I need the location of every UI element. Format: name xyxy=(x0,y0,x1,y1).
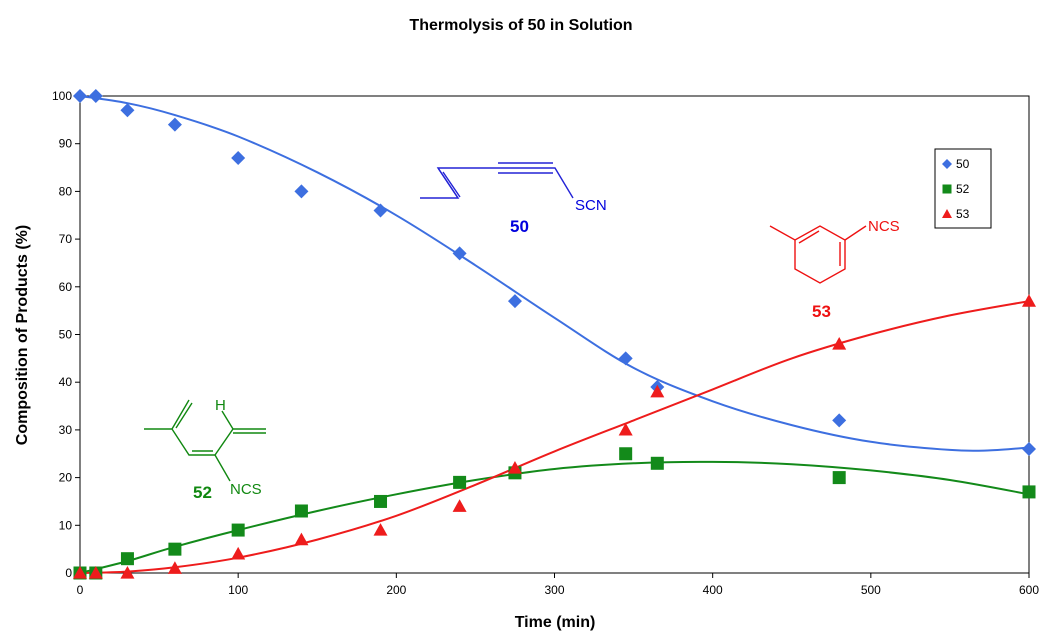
y-tick-label: 20 xyxy=(59,471,73,485)
y-tick-label: 90 xyxy=(59,137,73,151)
structure-50-group-label: SCN xyxy=(575,197,607,214)
axis-ticks: 0 100 200 300 400 500 600 0 10 20 30 40 50 60 70 80 90 10… xyxy=(52,89,1039,597)
compound-50-label: 50 xyxy=(510,217,529,236)
x-tick-label: 100 xyxy=(228,583,248,597)
legend-label-52: 52 xyxy=(956,182,970,196)
data-point-50 xyxy=(73,89,87,103)
y-tick-label: 50 xyxy=(59,328,73,342)
data-point-53 xyxy=(507,461,522,474)
y-tick-label: 100 xyxy=(52,89,72,103)
data-point-52 xyxy=(619,447,633,461)
y-tick-label: 70 xyxy=(59,232,73,246)
legend-marker-53 xyxy=(942,209,952,218)
data-point-53 xyxy=(650,384,665,398)
y-tick-label: 40 xyxy=(59,375,73,389)
data-point-53 xyxy=(373,523,388,536)
x-tick-label: 500 xyxy=(861,583,881,597)
x-tick-label: 400 xyxy=(703,583,723,597)
structure-53-group-label: NCS xyxy=(868,218,900,235)
legend: 50 52 53 xyxy=(934,148,992,229)
data-point-50 xyxy=(452,246,467,261)
data-point-52 xyxy=(374,494,388,508)
data-point-53 xyxy=(294,532,309,546)
compound-52-label: 52 xyxy=(193,483,212,502)
data-point-53 xyxy=(88,566,103,579)
data-point-53 xyxy=(120,566,135,579)
chart-title: Thermolysis of 50 in Solution xyxy=(409,17,632,34)
data-point-50 xyxy=(231,151,246,166)
data-point-53 xyxy=(618,422,633,436)
structure-52-group-label: NCS xyxy=(230,481,262,498)
data-point-50 xyxy=(832,413,847,428)
data-point-52 xyxy=(832,471,846,485)
data-point-52 xyxy=(294,504,308,518)
data-point-50 xyxy=(373,203,388,218)
data-point-52 xyxy=(1022,485,1036,499)
data-point-53 xyxy=(452,499,467,512)
data-point-52 xyxy=(120,552,134,566)
data-point-52 xyxy=(650,456,664,470)
x-axis-label: Time (min) xyxy=(515,614,596,631)
structure-52-hydrogen-label: H xyxy=(215,397,226,414)
data-point-53 xyxy=(167,561,182,574)
data-point-53 xyxy=(231,546,246,560)
legend-label-50: 50 xyxy=(956,157,970,171)
y-tick-label: 80 xyxy=(59,184,73,198)
data-point-50 xyxy=(507,294,522,309)
y-tick-label: 0 xyxy=(65,566,72,580)
data-point-52 xyxy=(168,542,182,556)
data-point-53 xyxy=(73,566,87,579)
data-point-50 xyxy=(294,184,309,199)
data-point-50 xyxy=(167,117,182,132)
x-tick-label: 600 xyxy=(1019,583,1039,597)
legend-marker-52 xyxy=(942,184,952,194)
y-tick-label: 60 xyxy=(59,280,73,294)
x-tick-label: 0 xyxy=(77,583,84,597)
data-point-50 xyxy=(88,89,103,103)
y-tick-label: 30 xyxy=(59,423,73,437)
data-point-52 xyxy=(231,523,245,537)
y-axis-label: Composition of Products (%) xyxy=(14,225,31,445)
data-point-53 xyxy=(1022,294,1036,307)
data-point-50 xyxy=(120,103,135,118)
compound-53-label: 53 xyxy=(812,302,831,321)
trend-line-52 xyxy=(79,460,1030,574)
structure-50 xyxy=(420,162,574,199)
x-tick-label: 300 xyxy=(544,583,564,597)
data-point-53 xyxy=(832,337,847,350)
y-tick-label: 10 xyxy=(59,518,73,532)
trend-line-53 xyxy=(79,300,1030,574)
legend-marker-50 xyxy=(942,159,952,169)
structure-53 xyxy=(769,225,867,284)
data-point-50 xyxy=(618,351,633,366)
legend-label-53: 53 xyxy=(956,207,970,221)
data-point-50 xyxy=(1022,441,1036,456)
trend-line-50 xyxy=(79,95,1030,452)
x-tick-label: 200 xyxy=(386,583,406,597)
data-markers xyxy=(73,89,1036,580)
data-point-52 xyxy=(453,475,467,489)
structure-52 xyxy=(144,399,266,482)
